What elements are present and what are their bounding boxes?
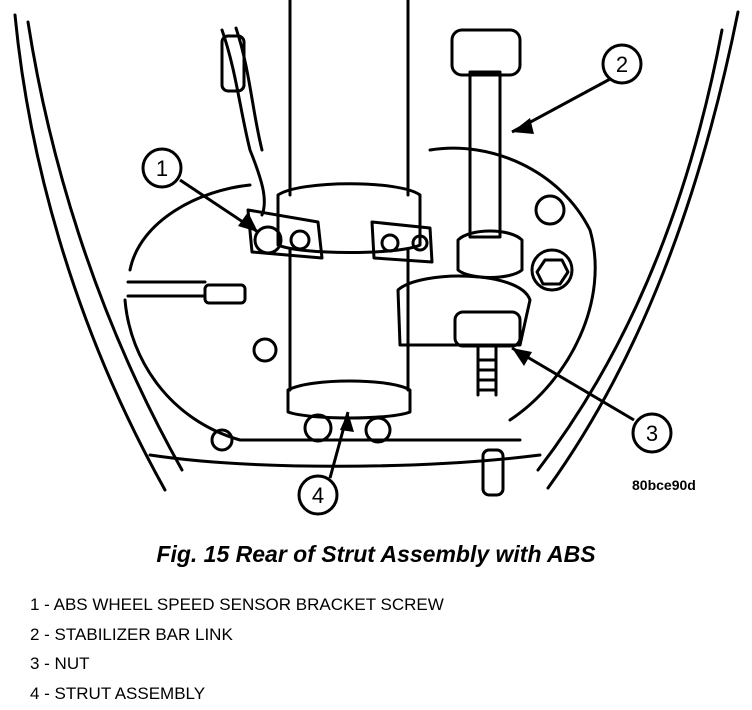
callout-1: 1 — [156, 156, 168, 181]
stabilizer-link-shaft — [468, 70, 502, 239]
wheel-well-left — [13, 13, 167, 492]
brake-line — [220, 28, 266, 217]
bracket-screw — [253, 225, 283, 255]
callout-4-circle — [297, 474, 339, 516]
figure-code: 80bce90d — [632, 477, 696, 493]
legend-list: 1 - ABS WHEEL SPEED SENSOR BRACKET SCREW… — [30, 590, 444, 708]
callout-2-circle — [601, 43, 643, 85]
sensor-bracket — [246, 208, 324, 260]
legend-item-4: 4 - STRUT ASSEMBLY — [30, 683, 206, 703]
legend-item-1: 1 - ABS WHEEL SPEED SENSOR BRACKET SCREW — [30, 595, 444, 614]
callout-1-circle — [141, 147, 183, 189]
strut-assembly-illustration: 1 2 3 4 80bce90d — [13, 0, 740, 516]
callout-4: 4 — [312, 483, 324, 508]
legend-item-3: 3 - NUT — [30, 654, 90, 673]
strut-body — [288, 0, 410, 197]
stabilizer-link-top — [450, 28, 522, 77]
callout-3-circle — [631, 412, 673, 454]
nut — [453, 310, 522, 348]
callout-3: 3 — [646, 421, 658, 446]
wheel-well-right — [546, 10, 740, 490]
brake-rotor — [128, 146, 597, 422]
figure-title: Fig. 15 Rear of Strut Assembly with ABS — [156, 541, 596, 567]
legend-item-2: 2 - STABILIZER BAR LINK — [30, 624, 233, 644]
callout-2: 2 — [616, 52, 628, 77]
leader-3 — [511, 346, 635, 422]
